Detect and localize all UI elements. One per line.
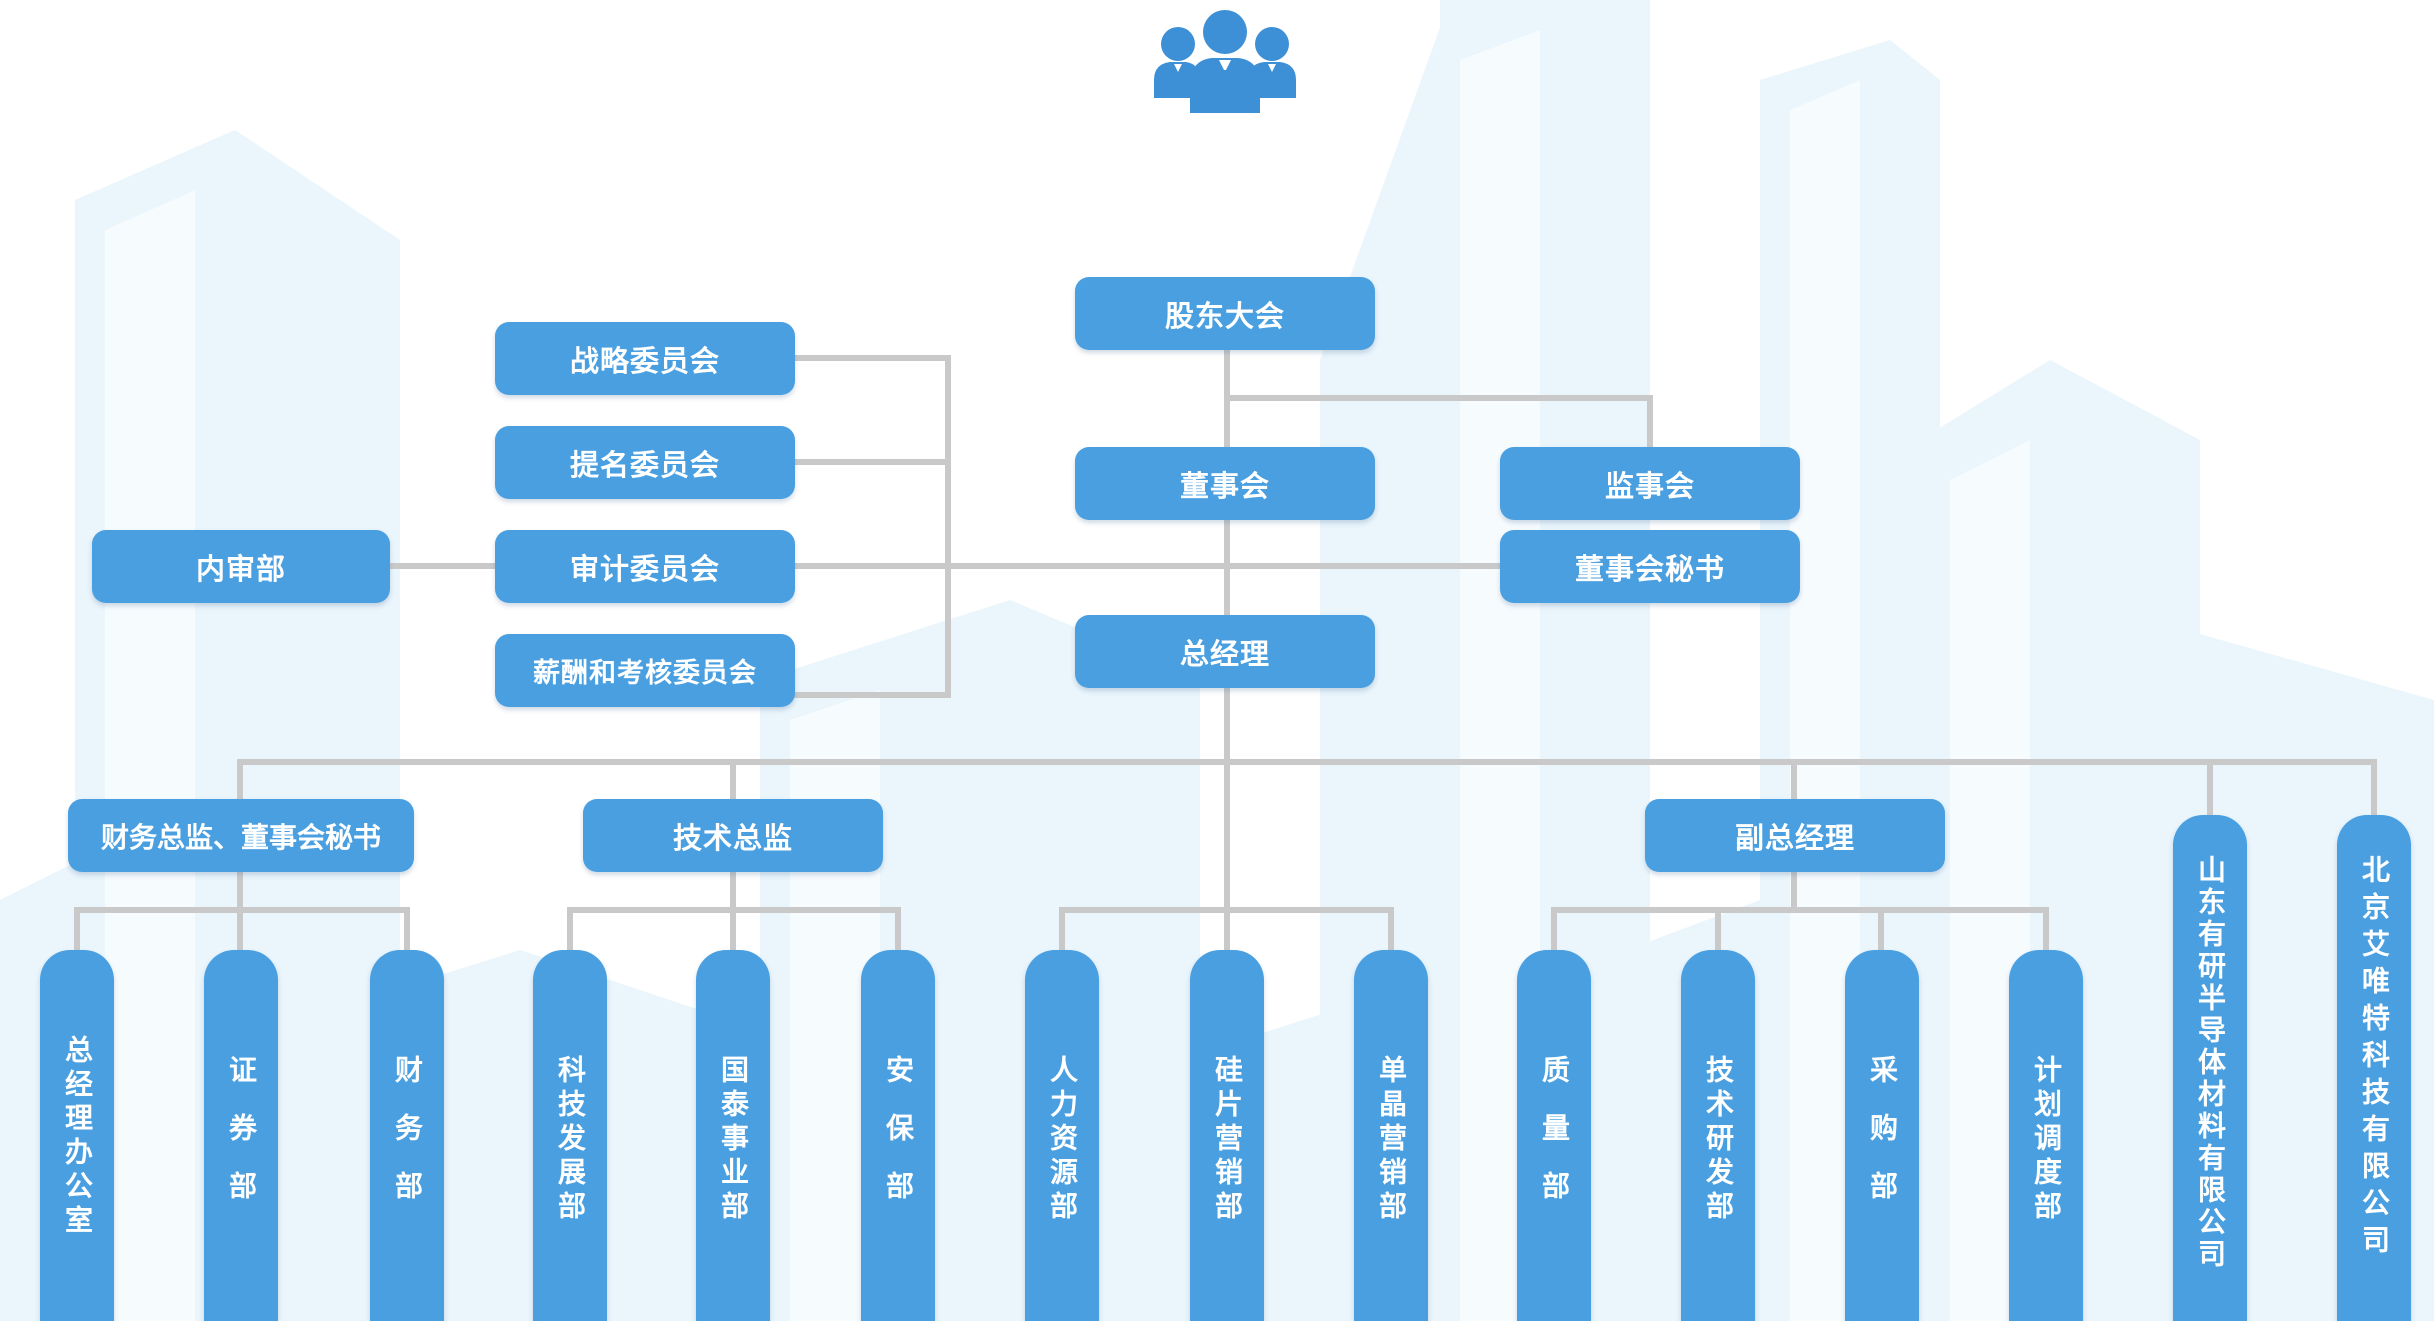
shareholders-meeting-box[interactable]: 股东大会	[1075, 277, 1375, 350]
technical-director-box[interactable]: 技术总监	[583, 799, 883, 872]
department-box[interactable]: 证券部	[204, 950, 278, 1321]
nomination-committee-box[interactable]: 提名委员会	[495, 426, 795, 499]
board-secretary-box[interactable]: 董事会秘书	[1500, 530, 1800, 603]
board-of-directors-box[interactable]: 董事会	[1075, 447, 1375, 520]
department-label: 安保部	[882, 1055, 915, 1229]
department-label: 科技发展部	[554, 1055, 587, 1225]
department-box[interactable]: 财务部	[370, 950, 444, 1321]
department-box[interactable]: 计划调度部	[2009, 950, 2083, 1321]
compensation-committee-box[interactable]: 薪酬和考核委员会	[495, 634, 795, 707]
department-label: 硅片营销部	[1211, 1055, 1244, 1225]
department-box[interactable]: 硅片营销部	[1190, 950, 1264, 1321]
strategy-committee-box[interactable]: 战略委员会	[495, 322, 795, 395]
department-label: 总经理办公室	[61, 1035, 94, 1239]
subsidiary-label: 山东有研半导体材料有限公司	[2194, 855, 2227, 1271]
audit-committee-box[interactable]: 审计委员会	[495, 530, 795, 603]
department-label: 国泰事业部	[717, 1055, 750, 1225]
department-box[interactable]: 安保部	[861, 950, 935, 1321]
department-box[interactable]: 总经理办公室	[40, 950, 114, 1321]
department-label: 财务部	[391, 1055, 424, 1229]
deputy-general-manager-box[interactable]: 副总经理	[1645, 799, 1945, 872]
department-label: 技术研发部	[1702, 1055, 1735, 1225]
department-box[interactable]: 采购部	[1845, 950, 1919, 1321]
people-group-icon	[1154, 10, 1296, 113]
department-label: 计划调度部	[2030, 1055, 2063, 1225]
subsidiary-label: 北京艾唯特科技有限公司	[2358, 855, 2391, 1262]
department-box[interactable]: 质量部	[1517, 950, 1591, 1321]
department-label: 人力资源部	[1046, 1055, 1079, 1225]
general-manager-box[interactable]: 总经理	[1075, 615, 1375, 688]
cfo-board-secretary-box[interactable]: 财务总监、董事会秘书	[68, 799, 414, 872]
subsidiary-box[interactable]: 北京艾唯特科技有限公司	[2337, 815, 2411, 1321]
department-box[interactable]: 单晶营销部	[1354, 950, 1428, 1321]
board-of-supervisors-box[interactable]: 监事会	[1500, 447, 1800, 520]
department-box[interactable]: 人力资源部	[1025, 950, 1099, 1321]
department-label: 单晶营销部	[1375, 1055, 1408, 1225]
department-label: 证券部	[225, 1055, 258, 1229]
department-box[interactable]: 科技发展部	[533, 950, 607, 1321]
department-box[interactable]: 国泰事业部	[696, 950, 770, 1321]
internal-audit-box[interactable]: 内审部	[92, 530, 390, 603]
department-box[interactable]: 技术研发部	[1681, 950, 1755, 1321]
department-label: 采购部	[1866, 1055, 1899, 1229]
subsidiary-box[interactable]: 山东有研半导体材料有限公司	[2173, 815, 2247, 1321]
department-label: 质量部	[1538, 1055, 1571, 1229]
